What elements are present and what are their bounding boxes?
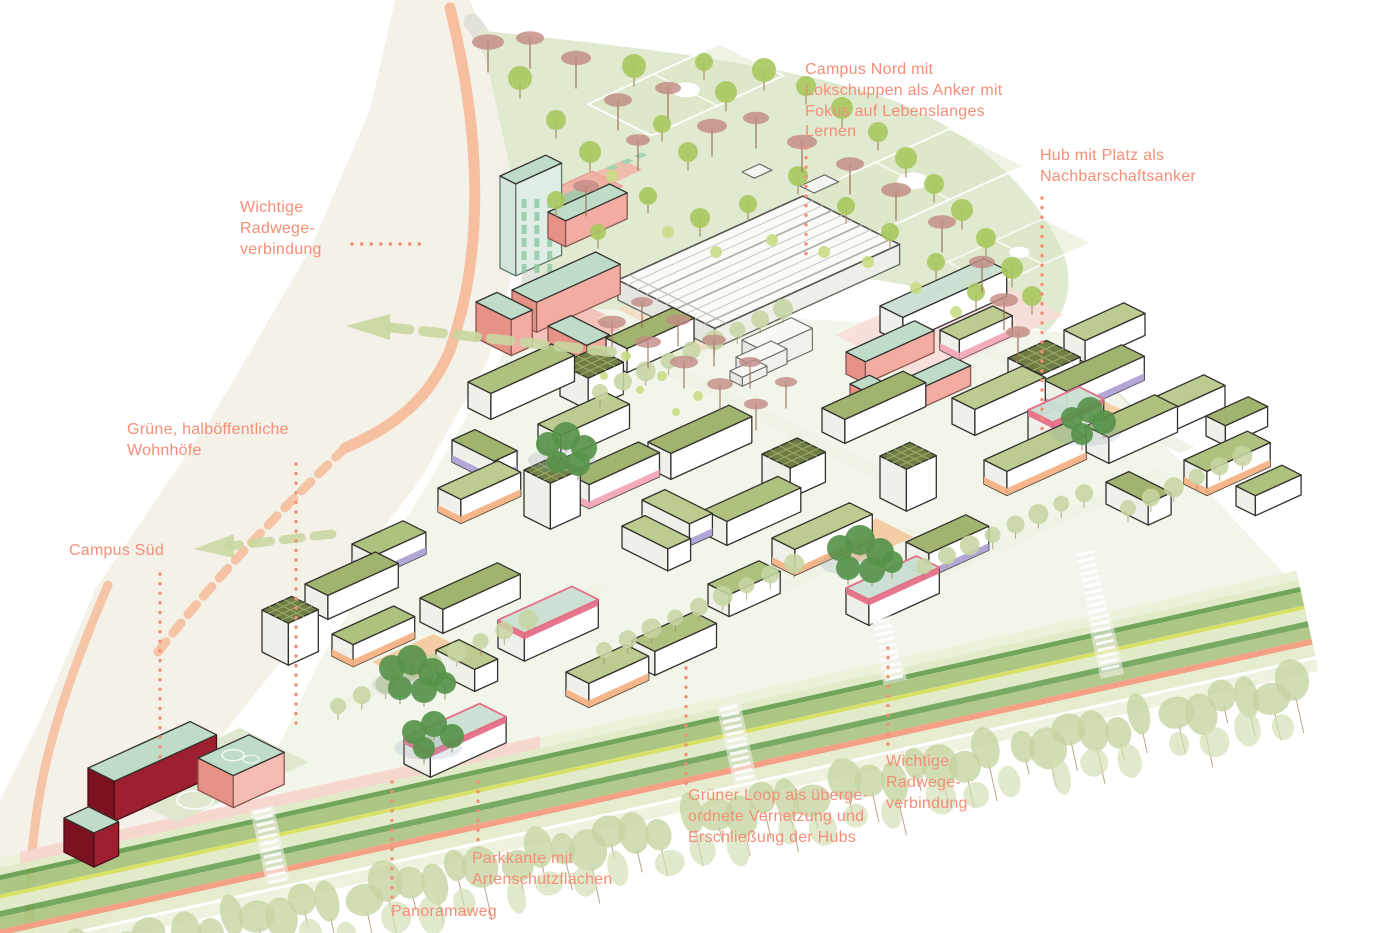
label-parkkante: Parkkante mit Artenschutzflächen (472, 850, 613, 888)
path-crossing (249, 804, 291, 886)
label-panoramaweg: Panoramaweg (391, 903, 497, 920)
path-crossing (869, 615, 907, 685)
label-wohnhoefe: Grüne, halböffentliche Wohnhöfe (127, 421, 289, 459)
leader-lines (158, 146, 1044, 902)
bike-route-arrow (194, 314, 617, 558)
path-crossing (716, 701, 758, 787)
path-crossing (1071, 544, 1125, 680)
label-gruener-loop: Grüner Loop als überge- ordnete Vernetzu… (688, 787, 869, 846)
label-radwege-ost: Wichtige Radwege- verbindung (886, 753, 968, 812)
label-hub-platz: Hub mit Platz als Nachbarschaftsanker (1040, 147, 1196, 185)
label-campus-sued: Campus Süd (69, 542, 164, 559)
label-radwege-west: Wichtige Radwege- verbindung (240, 199, 322, 258)
label-campus-nord: Campus Nord mit Lokschuppen als Anker mi… (805, 61, 1003, 141)
